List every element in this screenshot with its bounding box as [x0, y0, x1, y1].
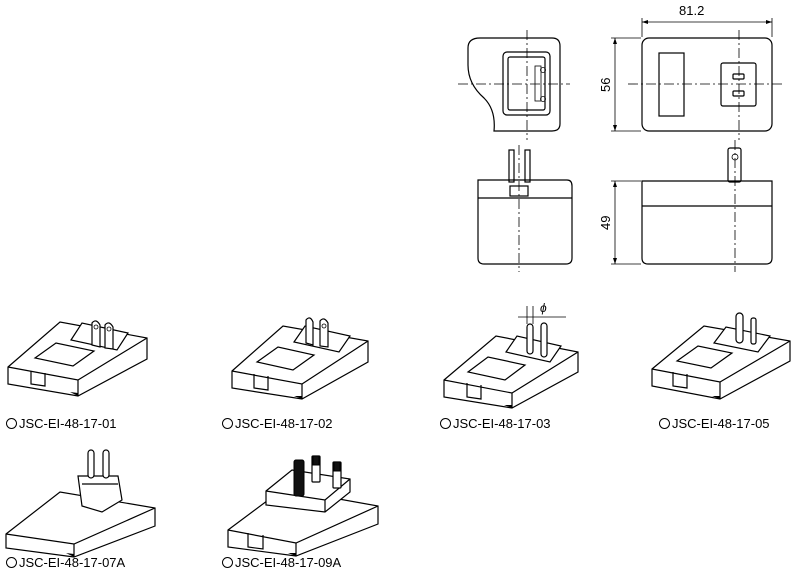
model-07a-caption: JSC-EI-48-17-07A [6, 555, 125, 570]
model-01-caption: JSC-EI-48-17-01 [6, 416, 117, 431]
model-02-label: JSC-EI-48-17-02 [235, 416, 333, 431]
model-05-caption: JSC-EI-48-17-05 [659, 416, 770, 431]
bullet-circle-icon [6, 557, 17, 568]
model-03-drawing: ϕ [443, 301, 579, 409]
front-view [628, 30, 784, 140]
bullet-circle-icon [222, 418, 233, 429]
model-09a-label: JSC-EI-48-17-09A [235, 555, 342, 570]
model-09a-drawing [227, 455, 379, 557]
side-height-dimension: 49 [598, 180, 641, 265]
bullet-circle-icon [222, 557, 233, 568]
side-view-right [641, 140, 773, 272]
model-03-label: JSC-EI-48-17-03 [453, 416, 551, 431]
front-height-dimension: 56 [598, 37, 641, 132]
model-01-label: JSC-EI-48-17-01 [19, 416, 117, 431]
width-dimension: 81.2 [641, 3, 773, 37]
model-03-caption: JSC-EI-48-17-03 [440, 416, 551, 431]
model-09a-caption: JSC-EI-48-17-09A [222, 555, 341, 570]
side-height-dimension-label: 49 [598, 216, 613, 230]
back-view [458, 30, 570, 140]
model-02-caption: JSC-EI-48-17-02 [222, 416, 333, 431]
bullet-circle-icon [6, 418, 17, 429]
bullet-circle-icon [440, 418, 451, 429]
front-height-dimension-label: 56 [598, 78, 613, 92]
model-01-drawing [7, 320, 148, 397]
model-02-drawing [231, 317, 369, 400]
model-07a-drawing [5, 449, 156, 558]
model-05-drawing [651, 312, 791, 400]
bullet-circle-icon [659, 418, 670, 429]
width-dimension-label: 81.2 [679, 3, 704, 18]
side-view-left [477, 145, 573, 272]
diameter-symbol: ϕ [540, 301, 547, 315]
model-07a-label: JSC-EI-48-17-07A [19, 555, 126, 570]
model-05-label: JSC-EI-48-17-05 [672, 416, 770, 431]
